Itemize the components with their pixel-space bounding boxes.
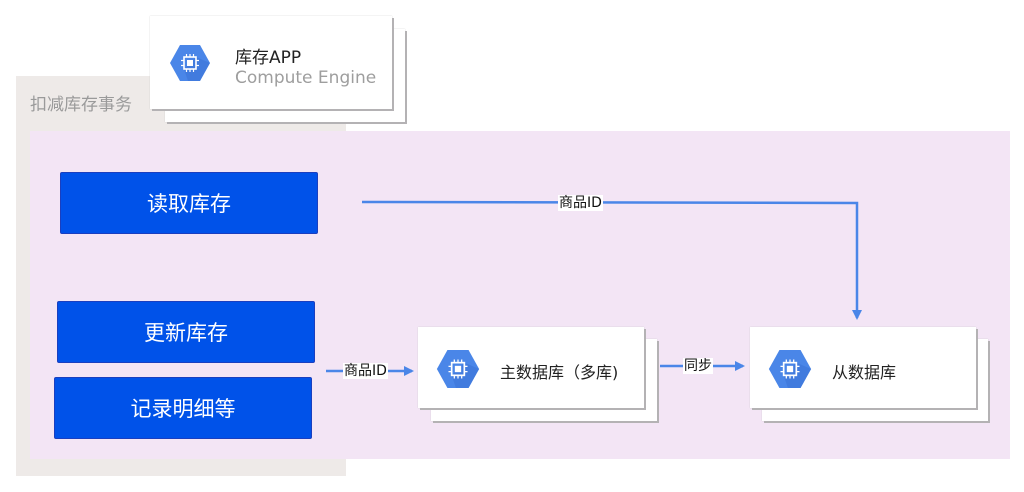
read-inventory-button[interactable]: 读取库存 — [60, 172, 318, 234]
record-details-button[interactable]: 记录明细等 — [54, 377, 312, 439]
primary-db-title: 主数据库（多库) — [500, 363, 619, 382]
compute-engine-icon — [768, 350, 812, 388]
primary-db-card-face: 主数据库（多库) — [418, 327, 644, 408]
compute-engine-icon — [436, 350, 480, 388]
app-card-subtitle: Compute Engine — [235, 68, 377, 88]
app-card-face: 库存APP Compute Engine — [150, 16, 392, 109]
replica-db-title: 从数据库 — [832, 363, 897, 382]
app-card-title: 库存APP — [235, 48, 302, 68]
replica-db-card-face: 从数据库 — [750, 327, 976, 408]
edge-label-sync: 同步 — [683, 358, 713, 374]
compute-engine-icon — [170, 45, 210, 81]
update-inventory-button[interactable]: 更新库存 — [57, 301, 315, 363]
edge-label-read: 商品ID — [558, 195, 603, 211]
edge-label-update: 商品ID — [343, 363, 388, 379]
transaction-group-label: 扣减库存事务 — [30, 95, 132, 115]
edge-read-to-replica — [361, 200, 862, 320]
